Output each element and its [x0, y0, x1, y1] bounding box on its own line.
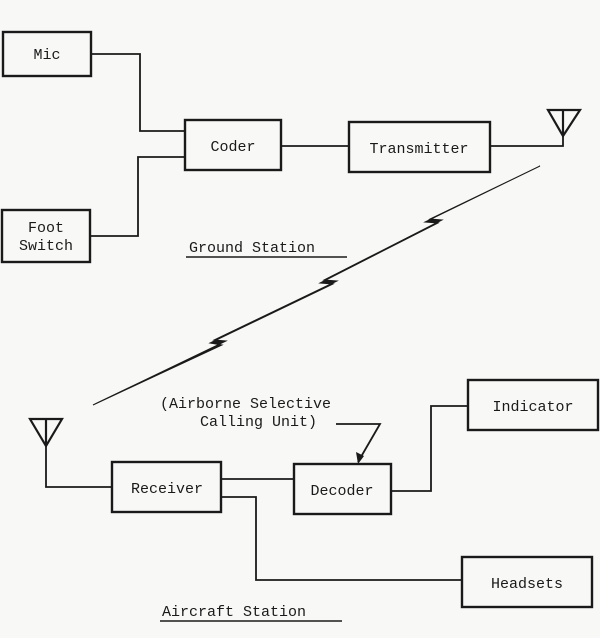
aircraft-station-caption: Aircraft Station [162, 604, 306, 621]
decoder-label: Decoder [310, 483, 373, 500]
indicator-label: Indicator [492, 399, 573, 416]
foot-switch-block: Foot Switch [0, 208, 92, 264]
headsets-label: Headsets [491, 576, 563, 593]
wire-transmitter-antenna [490, 136, 564, 147]
coder-label: Coder [210, 139, 255, 156]
ground-station-caption: Ground Station [189, 240, 315, 257]
annotation-line2: Calling Unit) [200, 414, 317, 431]
aircraft-antenna-icon [28, 417, 64, 449]
coder-block: Coder [183, 118, 283, 172]
receiver-block: Receiver [110, 460, 223, 514]
wire-decoder-indicator [391, 405, 468, 492]
decoder-block: Decoder [292, 462, 393, 516]
headsets-block: Headsets [460, 555, 594, 609]
foot-switch-label-line2: Switch [19, 238, 73, 255]
wire-antenna-receiver [45, 446, 112, 488]
wire-receiver-headsets [221, 496, 462, 581]
ground-antenna-icon [546, 108, 583, 139]
wire-footswitch-coder [90, 156, 185, 237]
annotation-line1: (Airborne Selective [160, 396, 331, 413]
transmitter-block: Transmitter [347, 120, 492, 174]
radio-link-bolt-icon [92, 165, 541, 406]
foot-switch-label-line1: Foot [28, 220, 64, 237]
transmitter-label: Transmitter [369, 141, 468, 158]
indicator-block: Indicator [466, 378, 600, 432]
annotation-arrow-icon [336, 423, 382, 464]
receiver-label: Receiver [131, 481, 203, 498]
mic-label: Mic [33, 47, 60, 64]
wire-mic-coder [91, 53, 185, 132]
mic-block: Mic [1, 30, 93, 78]
